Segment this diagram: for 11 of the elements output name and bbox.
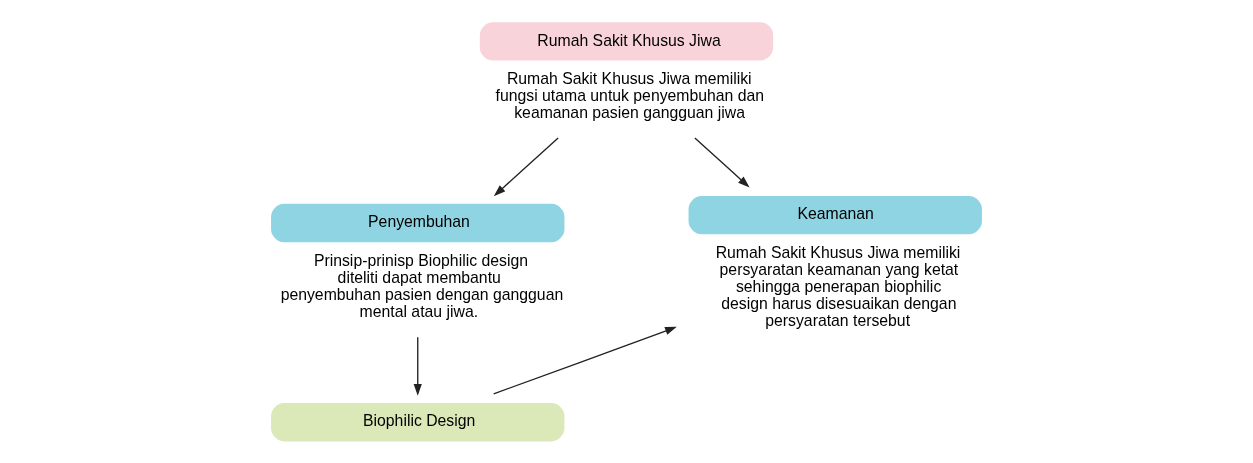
arrow — [493, 137, 559, 197]
arrow — [493, 326, 677, 395]
node-label: Prinsip-prinisp Biophilic design diteliti dapat membantu penyembuhan pasien dengan gangguan mental atau jiwa. — [280, 252, 564, 320]
arrow — [694, 137, 750, 188]
node-box: Biophilic Design — [271, 403, 565, 442]
node-box: Rumah Sakit Khusus Jiwa — [479, 22, 774, 61]
node-box: Penyembuhan — [271, 203, 565, 243]
node-label: Rumah Sakit Khusus Jiwa memiliki persyaratan keamanan yang ketat sehingga penerapan biophilic design harus disesuaikan dengan persyaratan tersebut — [715, 244, 961, 329]
node-label: Rumah Sakit Khusus Jiwa memiliki fungsi utama untuk penyembuhan dan keamanan pasien gangguan jiwa — [495, 70, 765, 122]
arrow — [413, 336, 422, 396]
node-box: Keamanan — [688, 195, 982, 235]
